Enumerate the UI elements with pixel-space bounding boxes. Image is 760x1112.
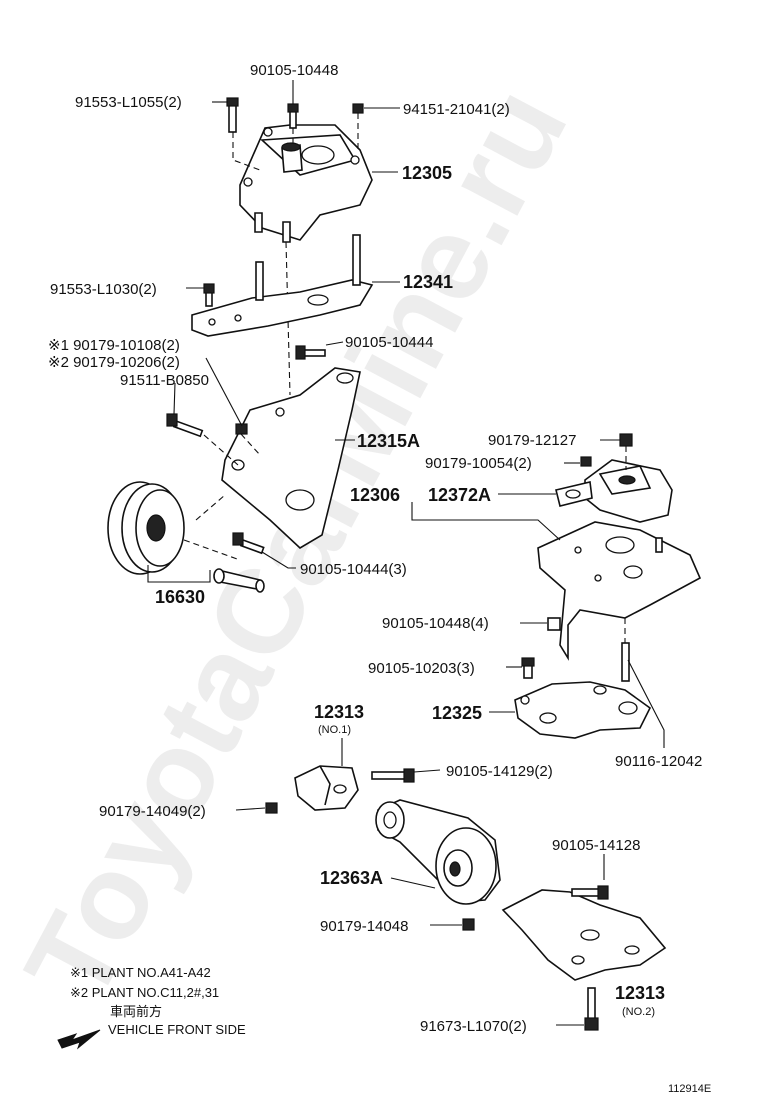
bolt-90105-14128: [571, 885, 609, 900]
label-90105-10444: 90105-10444: [345, 334, 433, 351]
nut-94151-21041: [352, 103, 364, 114]
bolt-91553-L1055: [226, 97, 239, 133]
leader-lines: [147, 80, 665, 1026]
nut-90179-10054: [580, 456, 592, 467]
label-12315A: 12315A: [357, 431, 420, 451]
label-12325: 12325: [432, 703, 482, 723]
bolt-90105-10448-4: [547, 617, 561, 631]
label-90105-14129: 90105-14129(2): [446, 763, 553, 780]
bolt-90105-10448-top: [287, 103, 299, 129]
label-12363A: 12363A: [320, 868, 383, 888]
bolt-91553-L1030: [203, 283, 215, 307]
part-12315A: [221, 367, 361, 549]
part-12305: [239, 124, 373, 243]
bolt-90105-14129: [371, 768, 415, 783]
part-12363A: [375, 799, 501, 905]
label-90116-12042: 90116-12042: [615, 753, 702, 770]
label-94151-21041: 94151-21041(2): [403, 101, 510, 118]
part-12306: [537, 521, 702, 661]
label-90179-10206: ※2 90179-10206(2): [48, 354, 180, 371]
label-no1: (NO.1): [318, 724, 351, 736]
label-12341: 12341: [403, 272, 453, 292]
part-16630: [107, 481, 265, 593]
bolt-91673-L1070: [584, 987, 599, 1031]
nut-90179-14048: [462, 918, 475, 931]
bolt-90105-10444: [295, 345, 326, 360]
bolt-90105-10444-3: [232, 532, 265, 555]
plant-notes: ※1 PLANT NO.A41-A42 ※2 PLANT NO.C11,2#,3…: [70, 965, 246, 1037]
label-91673-L1070: 91673-L1070(2): [420, 1018, 527, 1035]
label-91553-L1030: 91553-L1030(2): [50, 281, 157, 298]
label-16630: 16630: [155, 587, 205, 607]
label-12372A: 12372A: [428, 485, 491, 505]
bolt-91511-B0850: [166, 413, 204, 438]
label-12313-no2: 12313: [615, 983, 665, 1003]
part-12372A: [555, 459, 673, 523]
part-12313-no1: [294, 765, 359, 811]
note-plant-2: ※2 PLANT NO.C11,2#,31: [70, 985, 219, 1000]
label-90179-10054: 90179-10054(2): [425, 455, 532, 472]
label-90179-10108: ※1 90179-10108(2): [48, 337, 180, 354]
nut-90179-14049: [265, 802, 278, 814]
label-90105-10203: 90105-10203(3): [368, 660, 475, 677]
label-90179-14049: 90179-14049(2): [99, 803, 206, 820]
part-12313-no2: [501, 889, 667, 981]
note-plant-1: ※1 PLANT NO.A41-A42: [70, 965, 211, 980]
label-90179-12127: 90179-12127: [488, 432, 576, 449]
bolt-90105-10203: [521, 657, 535, 679]
label-90179-14048: 90179-14048: [320, 918, 408, 935]
label-no2: (NO.2): [622, 1006, 655, 1018]
part-12325: [514, 681, 652, 739]
stud-90116-12042: [621, 642, 630, 682]
label-12313-no1: 12313: [314, 702, 364, 722]
label-91511-B0850: 91511-B0850: [120, 372, 209, 389]
label-90105-10448-4: 90105-10448(4): [382, 615, 489, 632]
label-90105-10448: 90105-10448: [250, 62, 338, 79]
vehicle-front-arrow-icon: [57, 1029, 101, 1050]
part-labels: 90105-10448 91553-L1055(2) 94151-21041(2…: [48, 62, 702, 1035]
label-12306: 12306: [350, 485, 400, 505]
front-label-en: VEHICLE FRONT SIDE: [108, 1022, 246, 1037]
label-91553-L1055: 91553-L1055(2): [75, 94, 182, 111]
front-label-jp: 車両前方: [110, 1004, 162, 1019]
part-12341: [191, 234, 374, 337]
label-90105-10444-3: 90105-10444(3): [300, 561, 407, 578]
nut-90179-12127: [619, 433, 633, 447]
label-90105-14128: 90105-14128: [552, 837, 640, 854]
figure-id: 112914E: [668, 1083, 711, 1095]
label-12305: 12305: [402, 163, 452, 183]
